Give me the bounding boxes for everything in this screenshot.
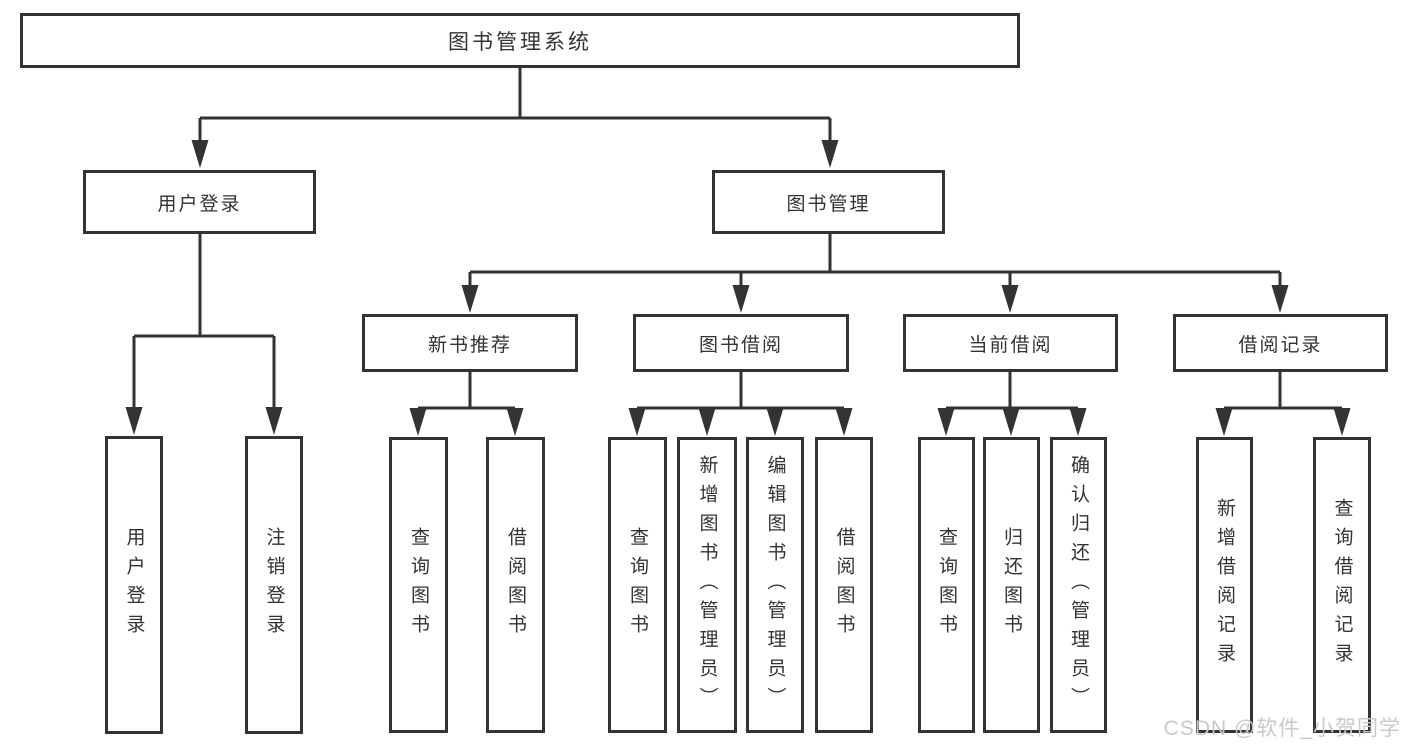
arrowhead [821,140,839,168]
arrowhead [766,408,784,436]
arrowhead [125,407,143,435]
leaf-add-borrow-record: 新增借阅记录 [1196,437,1253,733]
arrowhead [191,140,209,168]
arrowhead [698,408,716,436]
leaf-logout: 注销登录 [245,436,303,734]
csdn-watermark: CSDN @软件_小贺同学 [1163,717,1401,740]
arrowhead [506,408,524,436]
arrowhead [628,408,646,436]
node-book-borrow: 图书借阅 [633,314,849,372]
node-new-book-recommend: 新书推荐 [362,314,578,372]
arrowhead [409,408,427,436]
leaf-query-books-borrow: 查询图书 [608,437,667,733]
arrowhead [1069,408,1087,436]
node-user-login: 用户登录 [83,170,316,234]
leaf-user-login: 用户登录 [105,436,163,734]
arrowhead [1001,285,1019,313]
arrowhead [937,408,955,436]
leaf-query-books-recommend: 查询图书 [389,437,448,733]
arrowhead [732,285,750,313]
node-current-borrow: 当前借阅 [903,314,1118,372]
leaf-confirm-return-admin: 确认归还（管理员） [1050,437,1107,733]
leaf-query-borrow-record: 查询借阅记录 [1313,437,1371,733]
node-borrow-records: 借阅记录 [1173,314,1388,372]
arrowhead [1271,285,1289,313]
leaf-borrow-books: 借阅图书 [815,437,873,733]
leaf-return-books: 归还图书 [983,437,1040,733]
leaf-query-books-current: 查询图书 [918,437,975,733]
arrowhead [1333,408,1351,436]
arrowhead [1215,408,1233,436]
node-root: 图书管理系统 [20,13,1020,68]
arrowhead [1002,408,1020,436]
leaf-borrow-books-recommend: 借阅图书 [486,437,545,733]
node-book-management: 图书管理 [712,170,945,234]
leaf-edit-book-admin: 编辑图书（管理员） [746,437,804,733]
leaf-add-book-admin: 新增图书（管理员） [677,437,737,733]
arrowhead [461,285,479,313]
arrowhead [835,408,853,436]
arrowhead [265,407,283,435]
